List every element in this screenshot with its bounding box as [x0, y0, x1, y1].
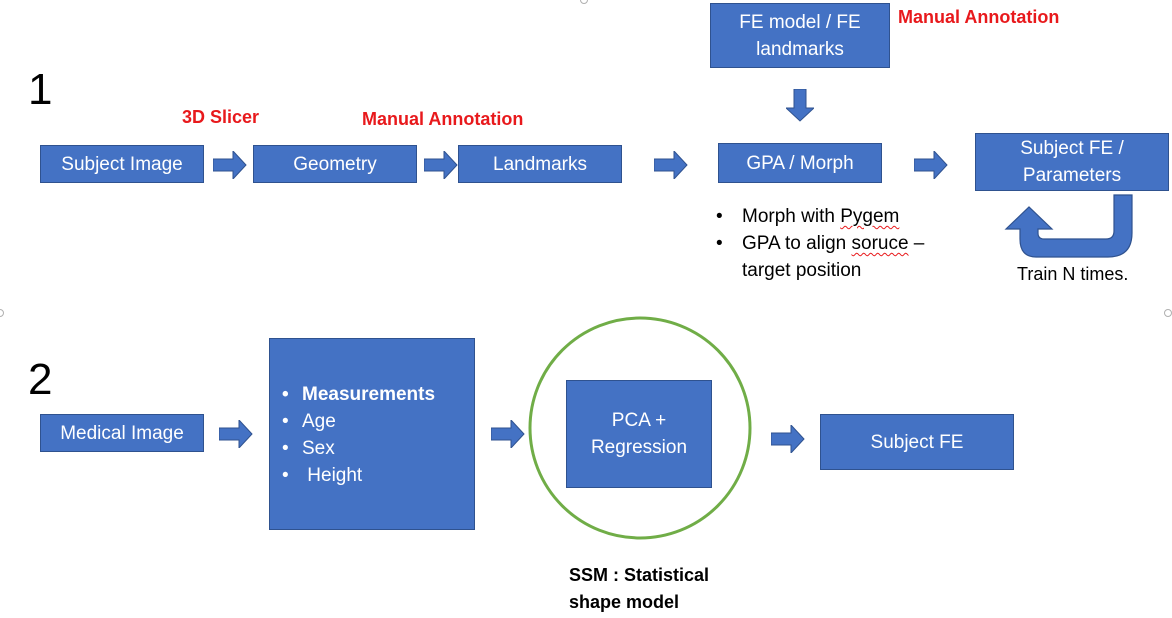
arrow-right-icon [424, 151, 458, 179]
label-3d-slicer: 3D Slicer [182, 107, 260, 127]
measurements-item: Sex [274, 435, 435, 462]
box-geometry: Geometry [253, 145, 417, 183]
box-fe-model: FE model / FE landmarks [710, 3, 890, 68]
box-subject-image-label: Subject Image [61, 153, 183, 175]
box-pca-line1: PCA + [611, 410, 667, 431]
gpa-notes-list: Morph with Pygem GPA to align soruce –ta… [712, 203, 972, 284]
arrow-right-icon [491, 420, 525, 448]
section-number-1: 1 [28, 65, 53, 114]
label-manual-annotation-top: Manual Annotation [898, 7, 1060, 27]
measurements-list: Measurements Age Sex Height [274, 381, 435, 489]
box-pca-regression: PCA + Regression [566, 380, 712, 488]
soruce-word: soruce [851, 233, 909, 254]
box-medical-image-label: Medical Image [60, 422, 184, 444]
section-number-2: 2 [28, 355, 53, 404]
measurements-item: Age [274, 408, 435, 435]
ssm-caption-line2: shape model [569, 592, 680, 612]
arrow-right-icon [914, 151, 948, 179]
box-gpa-morph: GPA / Morph [718, 143, 882, 183]
box-subject-fe: Subject FE [820, 414, 1014, 470]
box-fe-model-line2: landmarks [756, 38, 844, 60]
box-landmarks-label: Landmarks [493, 153, 587, 175]
box-gpa-morph-label: GPA / Morph [746, 152, 854, 174]
box-geometry-label: Geometry [293, 153, 377, 175]
box-measurements: Measurements Age Sex Height [269, 338, 475, 530]
box-fe-model-line1: FE model / FE [739, 11, 861, 33]
box-landmarks: Landmarks [458, 145, 622, 183]
ssm-caption-line1: SSM : Statistical [569, 565, 710, 585]
arrow-right-icon [213, 151, 247, 179]
arrow-down-icon [786, 89, 814, 122]
arrow-right-icon [219, 420, 253, 448]
loop-arrow-icon [1004, 194, 1133, 258]
box-subject-fe-parameters: Subject FE / Parameters [975, 133, 1169, 191]
edge-handle-top [580, 0, 588, 4]
loop-label: Train N times. [1017, 264, 1129, 284]
box-subject-fe-label: Subject FE [870, 431, 964, 453]
gpa-note-item: Morph with Pygem [712, 203, 972, 230]
box-pca-line2: Regression [590, 437, 688, 458]
edge-handle-right [1164, 309, 1172, 317]
box-medical-image: Medical Image [40, 414, 204, 452]
box-subject-fe-line1: Subject FE / [1020, 138, 1124, 159]
label-manual-annotation-mid: Manual Annotation [362, 109, 524, 129]
measurements-item: Measurements [274, 381, 435, 408]
box-subject-image: Subject Image [40, 145, 204, 183]
measurements-item: Height [274, 462, 435, 489]
edge-handle-left [0, 309, 4, 317]
ssm-caption: SSM : Statistical shape model [569, 562, 709, 616]
gpa-note-item: GPA to align soruce –target position [712, 230, 972, 284]
box-subject-fe-line2: Parameters [1022, 165, 1122, 186]
arrow-right-icon [771, 425, 805, 453]
pygem-word: Pygem [840, 206, 900, 227]
arrow-right-icon [654, 151, 688, 179]
ssm-circle [528, 316, 752, 540]
